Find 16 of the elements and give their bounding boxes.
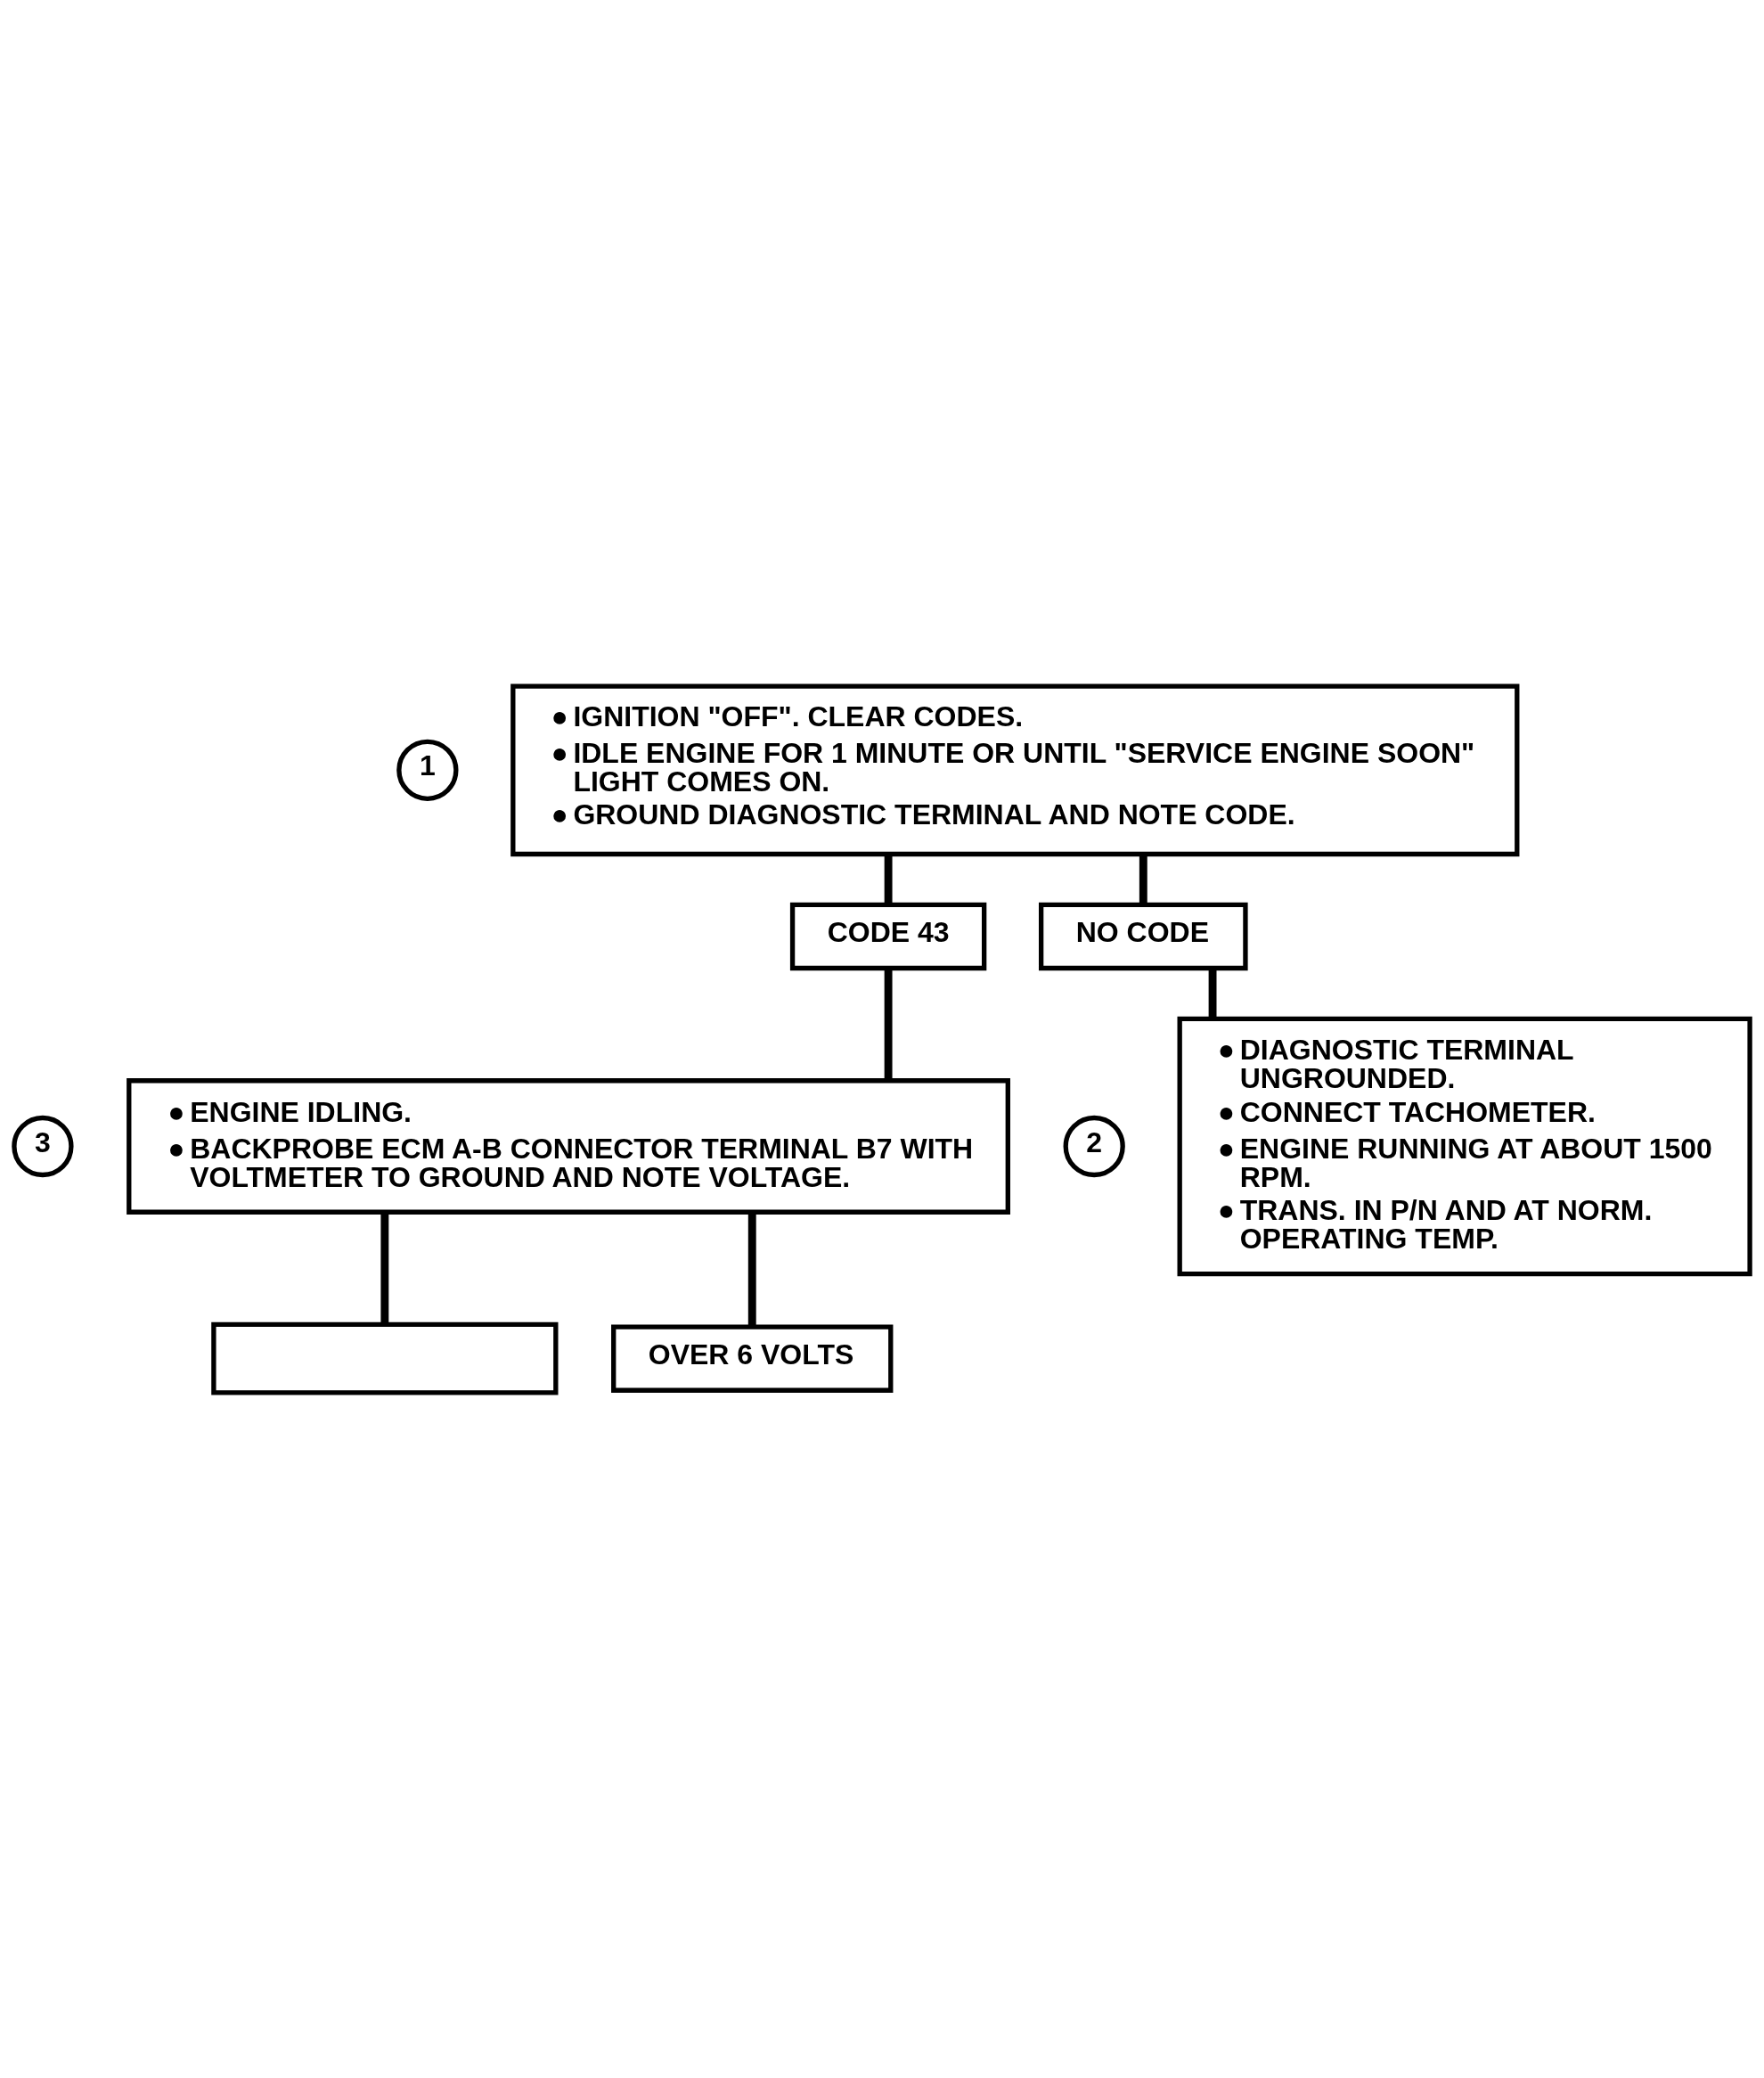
- connector: [884, 968, 893, 1080]
- connector: [747, 1212, 756, 1327]
- node-box: CODE 43: [789, 902, 987, 970]
- node-box: ● ENGINE IDLING. ● BACKPROBE ECM A-B CONNECTOR TERMINAL B7 WITH VOLTMETER TO GROUND AND NOTE VOLTAGE.: [127, 1077, 1010, 1215]
- node-circle: 3: [12, 1115, 74, 1177]
- connector: [1208, 968, 1217, 1019]
- connector: [1139, 854, 1147, 904]
- connector: [380, 1212, 389, 1324]
- node-box: ● IGNITION "OFF". CLEAR CODES. ● IDLE ENGINE FOR 1 MINUTE OR UNTIL "SERVICE ENGINE SOON" LIGHT COMES ON. ● GROUND DIAGNOSTIC TERMINAL AND NOTE CODE.: [510, 683, 1520, 856]
- node-box: NO CODE: [1038, 902, 1248, 970]
- node-circle: 1: [396, 739, 459, 801]
- node-box: ● DIAGNOSTIC TERMINAL UNGROUNDED. ● CONNECT TACHOMETER. ● ENGINE RUNNING AT ABOUT 1500 RPM. ● TRANS. IN P/N AND AT NORM. OPERATING TEMP.: [1177, 1016, 1752, 1276]
- node-circle: 2: [1063, 1115, 1125, 1177]
- node-box: OVER 6 VOLTS: [611, 1323, 894, 1393]
- node-box: [211, 1321, 559, 1395]
- connector: [884, 854, 893, 904]
